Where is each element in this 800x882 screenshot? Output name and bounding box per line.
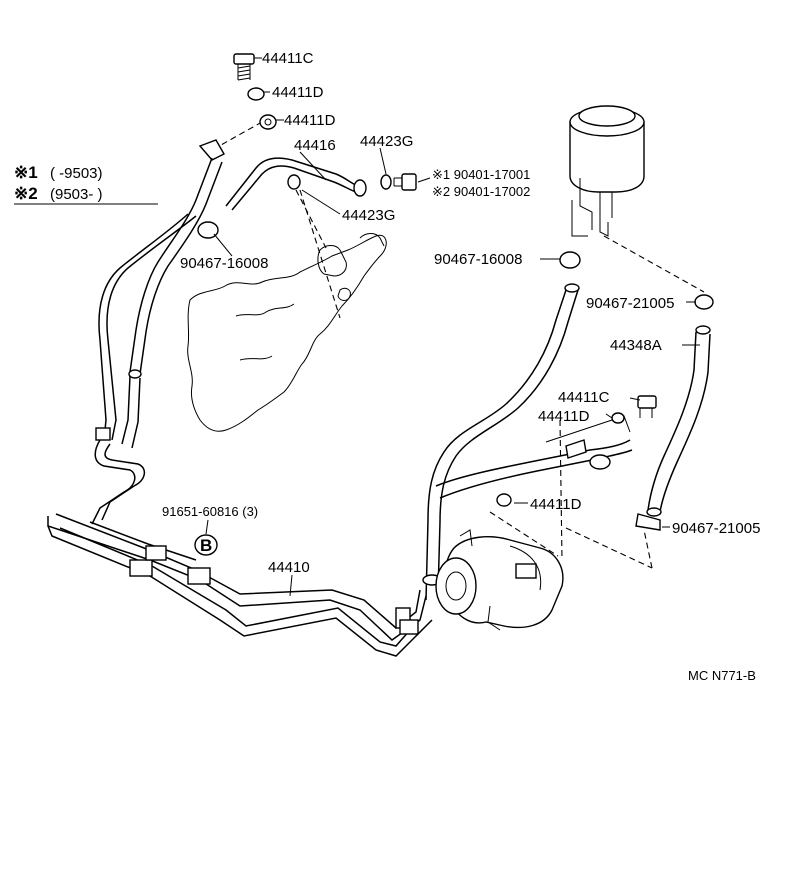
- note1-range: ( -9503): [50, 165, 103, 182]
- label-91651-60816: 91651-60816 (3): [162, 504, 258, 519]
- leader-lines: [205, 57, 700, 597]
- note2-mark: ※2: [14, 184, 38, 203]
- pipe-end-fitting: [353, 179, 367, 197]
- clamp-90467-16008-right: [559, 251, 581, 269]
- reservoir-cap: [578, 105, 636, 127]
- label-90467-16008-left: 90467-16008: [180, 255, 268, 272]
- label-44411c-mid: 44411C: [558, 389, 610, 406]
- label-90467-21005-low: 90467-21005: [672, 520, 760, 537]
- label-90401-17001: ※1 90401-17001: [432, 167, 530, 182]
- label-44423g-top: 44423G: [360, 133, 413, 150]
- label-44411c-top: 44411C: [262, 50, 314, 67]
- label-44411d-top2: 44411D: [284, 112, 336, 129]
- label-90467-21005-top: 90467-21005: [586, 295, 674, 312]
- label-44411d-top1: 44411D: [272, 84, 324, 101]
- bolt-marker-b: B: [194, 534, 218, 556]
- engine-outline: [187, 233, 387, 432]
- leader-dashes: [211, 121, 705, 569]
- label-44348a: 44348A: [610, 337, 662, 354]
- label-90401-17002: ※2 90401-17002: [432, 184, 530, 199]
- reservoir: [569, 105, 645, 237]
- return-pipe-44416: [225, 157, 367, 211]
- bolt-91651-icon: [194, 534, 218, 556]
- note-block: ※1 ( -9503) ※2 (9503- ): [14, 163, 158, 205]
- clamp-center: [187, 567, 211, 585]
- pressure-pipe-44410: [47, 513, 433, 657]
- label-44416: 44416: [294, 137, 336, 154]
- label-44411d-low: 44411D: [530, 496, 582, 513]
- power-steering-pump: [435, 529, 564, 631]
- pipe-clamp-left-upper: [95, 427, 111, 441]
- gasket-44423g-mid: [287, 174, 301, 190]
- label-44410: 44410: [268, 559, 310, 576]
- clamp-90467-21005-low: [635, 513, 661, 531]
- note1-mark: ※1: [14, 163, 38, 182]
- hose-44348a: [635, 294, 714, 531]
- gasket-44423g-top: [380, 174, 392, 190]
- part-labels: 44411C 44411D 44411D 44416 44423G 44423G…: [162, 50, 760, 683]
- pump-pulley: [435, 557, 477, 615]
- union-bolt-44411c-top: [233, 53, 255, 65]
- gasket-44411d-top1: [247, 87, 265, 101]
- union-bolt-44411c-mid: [637, 395, 657, 409]
- gasket-44411d-top2: [259, 114, 277, 130]
- clamp-90467-16008-left: [197, 221, 219, 239]
- label-44411d-mid: 44411D: [538, 408, 590, 425]
- label-44423g-mid: 44423G: [342, 207, 395, 224]
- label-90467-16008-right: 90467-16008: [434, 251, 522, 268]
- bolt-marker-letter: B: [200, 536, 212, 555]
- reference-code: MC N771-B: [688, 668, 756, 683]
- left-pipe-run: [91, 139, 225, 525]
- clamp-90467-21005-top: [694, 294, 714, 310]
- clamp-left-mid: [145, 545, 167, 561]
- cross-pipe-right: [435, 395, 657, 499]
- note2-range: (9503- ): [50, 186, 103, 203]
- union-bolt-90401: [393, 173, 417, 191]
- gasket-44411d-low: [496, 493, 512, 507]
- pump-outlet-fitting: [515, 563, 537, 579]
- clamp-left-lower: [129, 559, 153, 577]
- union-bolt-stack-top: [233, 53, 277, 130]
- gasket-44411d-mid: [611, 412, 625, 424]
